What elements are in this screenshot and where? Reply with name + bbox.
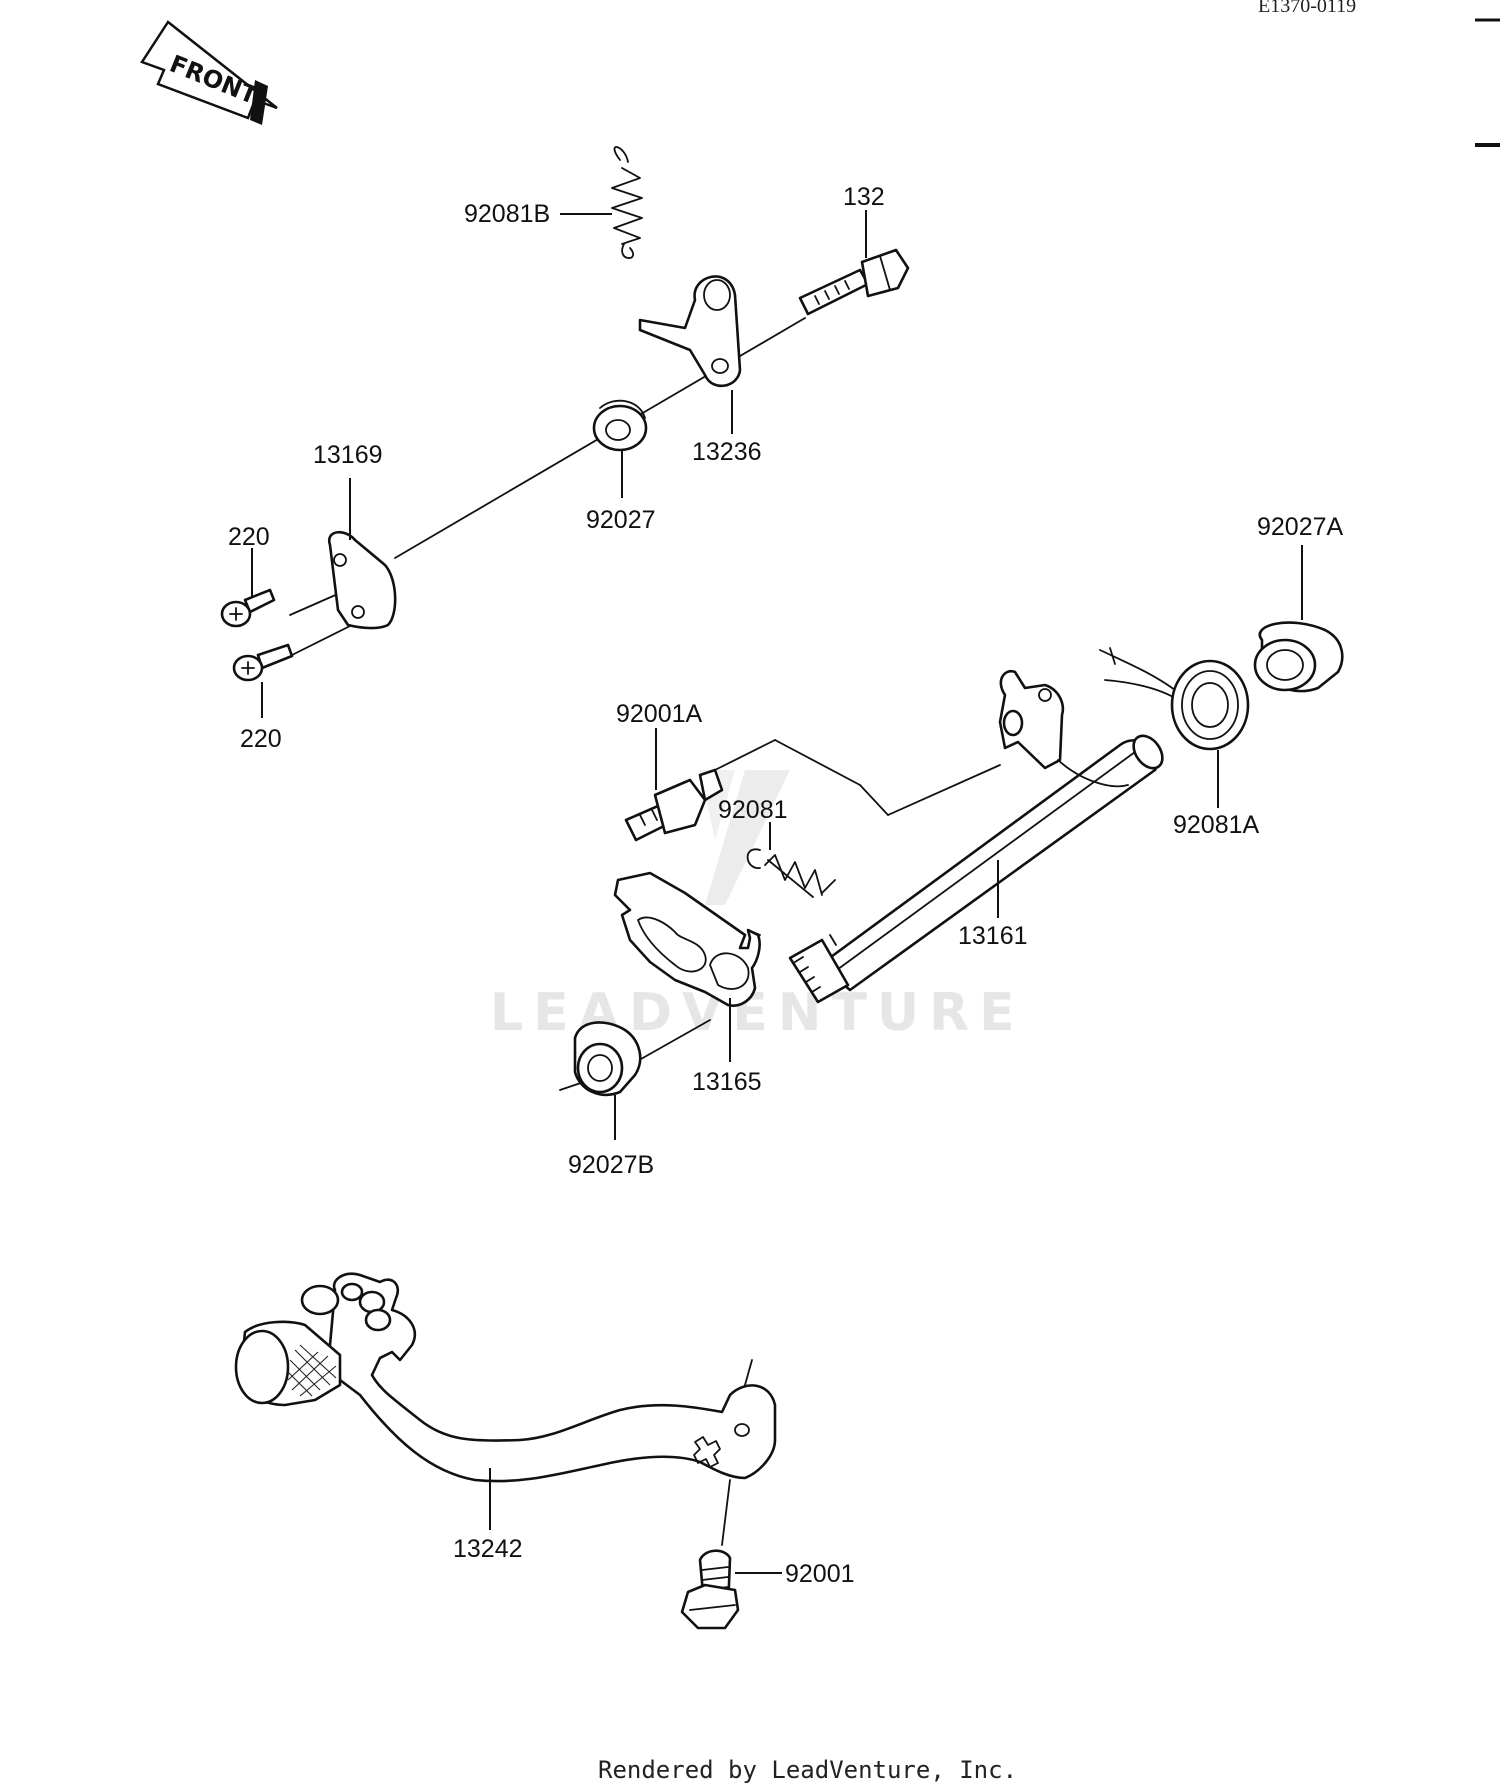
part-label-132: 132 [843, 183, 885, 211]
part-label-13236: 13236 [692, 438, 762, 466]
part-label-92027: 92027 [586, 506, 656, 534]
part-label-92081a: 92081A [1173, 811, 1260, 839]
shift-plate-13165-icon [613, 871, 761, 1007]
bolt-132-icon [798, 248, 910, 316]
part-label-92001: 92001 [785, 1560, 855, 1588]
diagram-code: E1370-0119 [1258, 0, 1356, 17]
washer-92027a-icon [1253, 621, 1344, 693]
shift-pedal-13242-icon [234, 1272, 777, 1546]
part-label-13165: 13165 [692, 1068, 762, 1096]
part-label-220-bottom: 220 [240, 725, 282, 753]
plate-13169-icon [327, 531, 397, 630]
spring-92081-icon [746, 848, 836, 898]
front-arrow-icon: FRONT [140, 20, 278, 125]
part-label-92001a: 92001A [616, 700, 703, 728]
part-label-92027b: 92027B [568, 1151, 654, 1179]
footer-credit: Rendered by LeadVenture, Inc. [598, 1756, 1017, 1784]
part-label-92081: 92081 [718, 796, 788, 824]
washer-92027-icon [592, 399, 648, 452]
stud-92001a-icon [624, 739, 1001, 842]
part-label-13242: 13242 [453, 1535, 523, 1563]
shaft-13161-icon [788, 669, 1164, 1004]
bolt-92001-icon [680, 1549, 740, 1630]
screw-220-bottom-icon [232, 643, 294, 682]
part-label-13161: 13161 [958, 922, 1028, 950]
part-label-13169: 13169 [313, 441, 383, 469]
washer-92027b-icon [559, 1019, 711, 1097]
watermark-text: LEADVENTURE [490, 983, 1025, 1043]
bracket-13236-icon [638, 275, 742, 387]
spring-92081a-icon [1099, 647, 1250, 751]
part-label-92081b: 92081B [464, 200, 550, 228]
part-label-220-top: 220 [228, 523, 270, 551]
part-label-92027a: 92027A [1257, 513, 1344, 541]
leader-lines [251, 210, 1303, 1574]
screw-220-top-icon [220, 588, 276, 628]
part-labels: 92081B 132 13236 13169 92027 220 220 920… [228, 183, 1344, 1588]
spring-92081b-icon [611, 146, 643, 259]
